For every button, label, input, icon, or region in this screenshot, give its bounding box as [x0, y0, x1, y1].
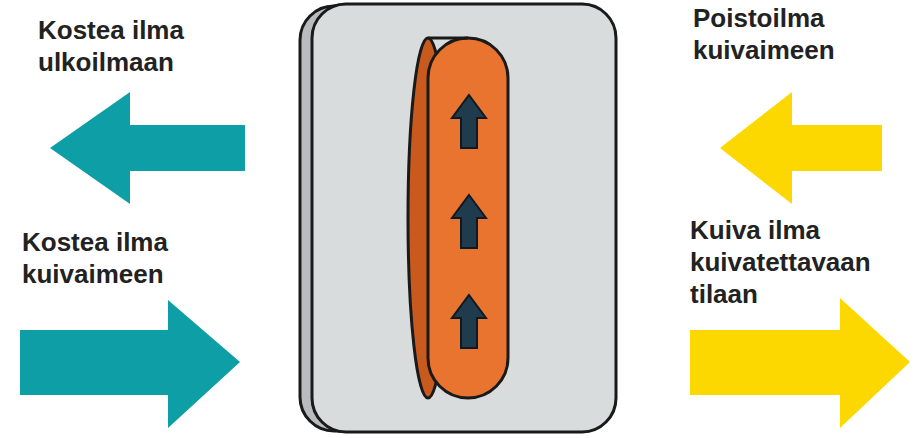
flow-label: Kuiva ilma kuivatettavaan tilaan: [690, 214, 908, 310]
intake-arrow: [20, 300, 240, 428]
housing-front: [312, 4, 616, 432]
return-air-arrow: [720, 92, 882, 204]
rotor-rim: [428, 37, 468, 40]
flow-label: Kostea ilma kuivaimeen: [22, 226, 207, 290]
dry-air-arrow: [690, 298, 910, 428]
flow-label: Kostea ilma ulkoilmaan: [38, 14, 223, 78]
flow-label: Poistoilma kuivaimeen: [693, 2, 883, 66]
rotation-arrows: [452, 95, 486, 348]
rotor-wheel: [428, 38, 508, 398]
exhaust-arrow: [50, 92, 245, 204]
